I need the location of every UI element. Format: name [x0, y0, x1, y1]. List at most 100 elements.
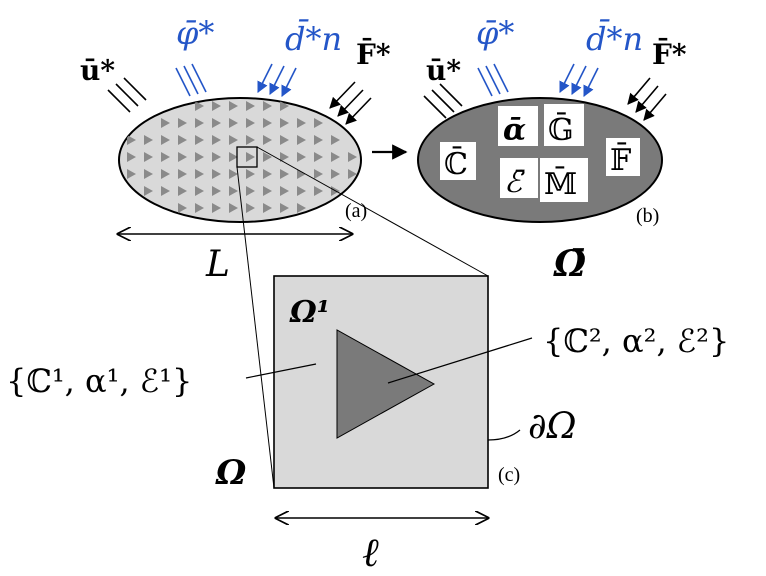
label-u-a: ū*: [80, 54, 115, 87]
inclusion-mark: [127, 169, 136, 179]
inclusion-mark: [195, 118, 204, 128]
matrix-props: {ℂ¹, α¹, ℰ¹}: [6, 362, 192, 400]
load-phi-arrows: [175, 63, 207, 97]
inclusion-mark: [195, 203, 204, 213]
inclusion-mark: [314, 169, 323, 179]
tensor-G: 𝔾̄: [544, 104, 584, 148]
inclusion-mark: [246, 152, 255, 162]
svg-text:𝔽̄: 𝔽̄: [610, 142, 631, 178]
inclusion-mark: [263, 135, 272, 145]
load-u-arrows-b: [423, 83, 463, 119]
length-L-label: L: [205, 244, 230, 285]
inclusion-mark: [263, 101, 272, 111]
inclusion-mark: [348, 169, 357, 179]
panel-b-label: (b): [636, 205, 659, 227]
inclusion-mark: [280, 169, 289, 179]
label-u-b: ū*: [426, 54, 461, 87]
inclusion-mark: [212, 135, 221, 145]
inclusion-mark: [246, 186, 255, 196]
inclusion-mark: [212, 118, 221, 128]
inclusion-mark: [263, 186, 272, 196]
inclusion-mark: [297, 169, 306, 179]
inclusion-mark: [297, 118, 306, 128]
load-d-arrows: [257, 63, 297, 98]
heterogeneous-body: [118, 97, 362, 223]
inclusion-mark: [195, 152, 204, 162]
inclusion-pattern: [127, 101, 357, 213]
inclusion-mark: [280, 135, 289, 145]
tensor-alpha: ᾱ: [498, 106, 538, 148]
inclusion-mark: [212, 101, 221, 111]
matrix-label: Ω¹: [289, 295, 330, 330]
load-u-arrows: [107, 77, 147, 113]
inclusion-mark: [280, 118, 289, 128]
panel-c: Ω¹ {ℂ¹, α¹, ℰ¹} {ℂ², α², ℰ²} ∂Ω Ω (c) ℓ: [6, 275, 729, 576]
inclusion-mark: [161, 118, 170, 128]
load-d-arrows-b: [559, 63, 599, 98]
boundary-label: ∂Ω: [528, 406, 576, 447]
inclusion-mark: [229, 135, 238, 145]
inclusion-mark: [246, 118, 255, 128]
inclusion-mark: [314, 118, 323, 128]
label-F-b: F̄*: [652, 37, 687, 71]
svg-text:𝕄̄: 𝕄̄: [544, 166, 577, 202]
inclusion-mark: [297, 135, 306, 145]
inclusion-mark: [331, 169, 340, 179]
svg-text:ℰ̄: ℰ̄: [504, 165, 525, 200]
inclusion-mark: [297, 186, 306, 196]
label-phi-b: φ̄*: [476, 14, 514, 52]
svg-text:ᾱ: ᾱ: [503, 113, 526, 148]
inclusion-mark: [144, 186, 153, 196]
inclusion-mark: [229, 169, 238, 179]
inclusion-mark: [229, 152, 238, 162]
inclusion-mark: [178, 135, 187, 145]
inclusion-mark: [127, 135, 136, 145]
inclusion-mark: [229, 118, 238, 128]
panel-a-label: (a): [345, 200, 367, 222]
inclusion-mark: [161, 135, 170, 145]
inclusion-mark: [144, 152, 153, 162]
inclusion-mark: [314, 186, 323, 196]
inclusion-mark: [144, 135, 153, 145]
inclusion-mark: [144, 169, 153, 179]
inclusion-mark: [280, 186, 289, 196]
label-F-a: F̄*: [356, 37, 391, 71]
inclusion-mark: [280, 101, 289, 111]
label-phi-a: φ̄*: [176, 14, 214, 52]
label-d-a: d̄*n: [285, 19, 342, 58]
inclusion-mark: [195, 186, 204, 196]
load-F-arrows: [329, 81, 372, 125]
inclusion-mark: [263, 118, 272, 128]
svg-text:ℂ̄: ℂ̄: [444, 146, 468, 182]
inclusion-leader: [387, 337, 533, 384]
inclusion-mark: [348, 152, 357, 162]
rve-marker: [236, 146, 258, 168]
inclusion-mark: [314, 135, 323, 145]
inclusion-mark: [263, 203, 272, 213]
inclusion-mark: [161, 152, 170, 162]
inclusion-mark: [229, 101, 238, 111]
inclusion-mark: [331, 135, 340, 145]
inclusion-mark: [297, 152, 306, 162]
inclusion-mark: [212, 152, 221, 162]
inclusion-mark: [280, 203, 289, 213]
inclusion-mark: [178, 152, 187, 162]
homogenized-domain-label: Ω̄: [553, 243, 586, 285]
inclusion-mark: [263, 169, 272, 179]
inclusion-mark: [229, 186, 238, 196]
domain-label: Ω: [215, 453, 246, 493]
length-l-label: ℓ: [362, 530, 379, 576]
inclusion-mark: [161, 186, 170, 196]
inclusion-mark: [212, 203, 221, 213]
inclusion-triangle: [336, 329, 436, 439]
load-phi-arrows-b: [477, 63, 509, 97]
matrix-leader: [245, 363, 317, 379]
inclusion-mark: [246, 169, 255, 179]
panel-b: ū* φ̄* d̄*n F̄* ℂ̄ ᾱ 𝔾̄ ℰ̄ 𝕄̄ 𝔽̄ (b): [417, 14, 687, 285]
inclusion-mark: [212, 169, 221, 179]
inclusion-mark: [280, 152, 289, 162]
inclusion-mark: [246, 203, 255, 213]
panel-a: ū* φ̄* d̄*n F̄* (a) L: [80, 14, 391, 285]
inclusion-mark: [331, 152, 340, 162]
